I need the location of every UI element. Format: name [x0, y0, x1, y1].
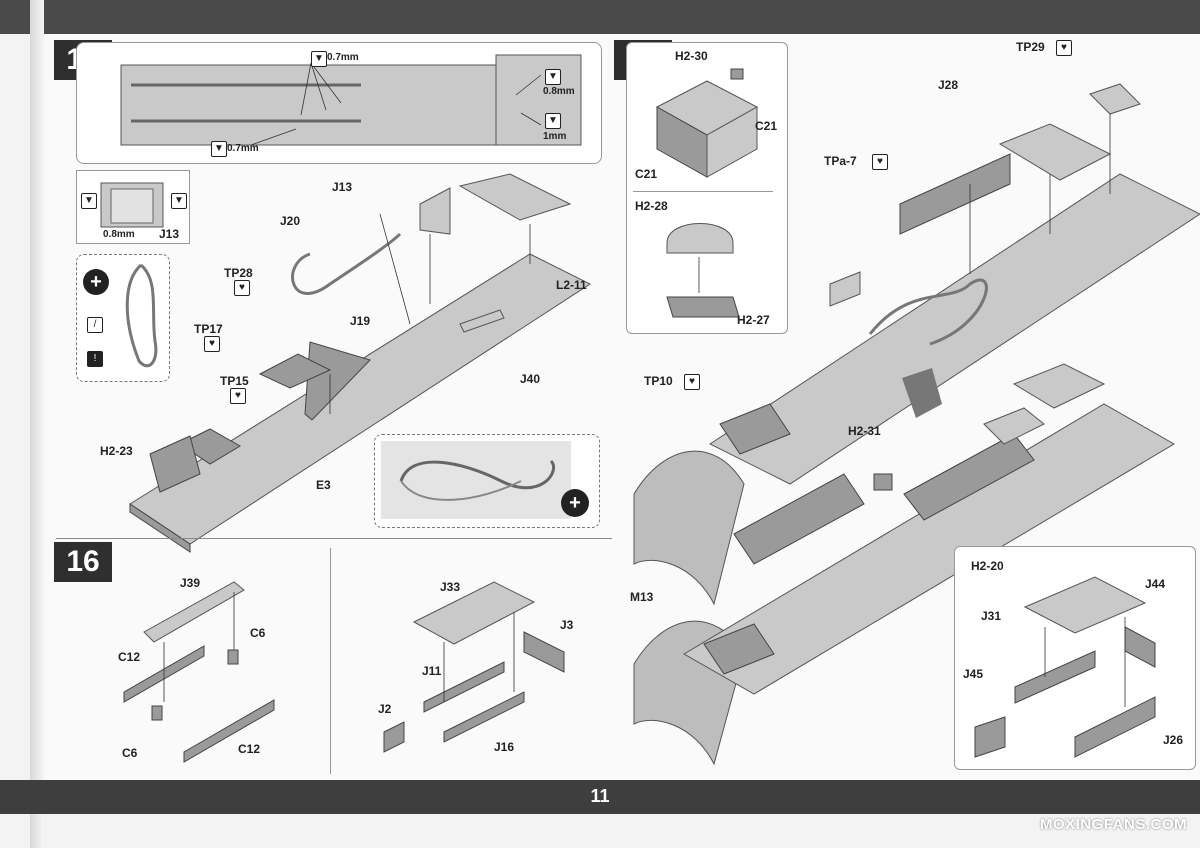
- right-page: 17 H2-30 C21 C21 H2-28 H2-27 TP29: [614, 34, 1200, 780]
- part-label-j31: J31: [981, 609, 1002, 623]
- cable-tips-inset: + / !: [76, 254, 170, 382]
- top-bar: [0, 0, 1200, 34]
- inset-divider: [633, 191, 773, 192]
- drill-hole-icon: ▼: [311, 51, 327, 67]
- part-label-c21-right: C21: [755, 119, 778, 133]
- part-label-h2-31: H2-31: [848, 424, 881, 438]
- part-label-j44: J44: [1145, 577, 1166, 591]
- caution-icon: !: [87, 351, 103, 367]
- part-label-c12-bottom: C12: [238, 742, 261, 756]
- battery-box-view: [655, 68, 759, 178]
- part-label-tp28: TP28: [224, 266, 253, 280]
- step-17-lower-assembly: [633, 363, 1175, 766]
- wire-routing-detail: +: [374, 434, 600, 528]
- drill-measure-4: 1mm: [543, 131, 567, 142]
- part-label-j45: J45: [963, 667, 984, 681]
- broken-heart-icon: ♥: [234, 280, 250, 296]
- bottom-bar: 11: [0, 780, 1200, 814]
- part-label-j2: J2: [378, 702, 392, 716]
- part-label-j33: J33: [440, 580, 461, 594]
- part-label-j40: J40: [520, 372, 541, 386]
- part-label-tp29: TP29: [1016, 40, 1045, 54]
- part-label-j26: J26: [1163, 733, 1184, 747]
- part-label-h2-23: H2-23: [100, 444, 133, 458]
- drill-measure-1: 0.7mm: [327, 52, 359, 63]
- part-label-j16: J16: [494, 740, 515, 754]
- step-17-detail-panel: H2-20 J44 J31 J45 J26: [954, 546, 1196, 770]
- step-17-parts-inset: H2-30 C21 C21 H2-28 H2-27: [626, 42, 788, 334]
- part-label-tp10: TP10: [644, 374, 673, 388]
- broken-heart-icon: ♥: [684, 374, 700, 390]
- part-label-l2-11: L2-11: [556, 278, 587, 292]
- part-label-c6-bottom: C6: [122, 746, 138, 760]
- part-label-h2-20: H2-20: [971, 559, 1004, 573]
- drill-measure-2: 0.7mm: [227, 143, 259, 154]
- magnify-plus-icon: +: [561, 489, 589, 517]
- j13-detail-label: J13: [159, 227, 180, 241]
- part-label-h2-27: H2-27: [737, 313, 770, 327]
- part-label-m13: M13: [630, 590, 654, 604]
- broken-heart-icon: ♥: [230, 388, 246, 404]
- watermark-text: MOXINGFANS.COM: [1040, 816, 1188, 833]
- cable-loop-view: [125, 263, 158, 368]
- part-label-e3: E3: [316, 478, 331, 492]
- drill-hole-icon: ▼: [545, 113, 561, 129]
- part-label-h2-30: H2-30: [675, 49, 708, 63]
- chassis-plate-top-view: [120, 54, 582, 146]
- drill-hole-icon: ▼: [211, 141, 227, 157]
- part-label-j20: J20: [280, 214, 301, 228]
- arrow-down-icon: [902, 368, 942, 418]
- tank-cover-view: [666, 223, 740, 318]
- part-label-c21-left: C21: [635, 167, 658, 181]
- cut-wire-icon: /: [87, 317, 103, 333]
- j13-detail-inset: ▼ ▼ 0.8mm J13: [76, 170, 190, 244]
- step-16-right-assembly: [383, 581, 565, 753]
- drill-hole-icon: ▼: [545, 69, 561, 85]
- step-17-upper-assembly: [709, 83, 1200, 485]
- part-label-tpa-7: TPa-7: [824, 154, 857, 168]
- left-page: 15 ▼ 0.7mm ▼ 0.7mm ▼ 0.8mm ▼ 1mm ▼ ▼ 0.: [44, 34, 614, 780]
- step-divider: [56, 538, 612, 539]
- rear-box-assembly-view: [974, 576, 1156, 758]
- part-label-j28: J28: [938, 78, 959, 92]
- part-label-j3: J3: [560, 618, 574, 632]
- broken-heart-icon: ♥: [1056, 40, 1072, 56]
- drill-hole-icon: ▼: [171, 193, 187, 209]
- part-label-j11: J11: [422, 664, 442, 678]
- wire-routing-view: [381, 441, 571, 519]
- part-label-j13: J13: [332, 180, 353, 194]
- drill-measure-3: 0.8mm: [543, 86, 575, 97]
- part-label-tp15: TP15: [220, 374, 249, 388]
- binding-spine: [30, 0, 44, 848]
- part-label-c12-left: C12: [118, 650, 141, 664]
- page-number: 11: [590, 786, 610, 806]
- step-16-divider: [330, 548, 331, 774]
- step-15-drill-panel: ▼ 0.7mm ▼ 0.7mm ▼ 0.8mm ▼ 1mm: [76, 42, 602, 164]
- j13-part-view: [100, 182, 164, 228]
- part-label-tp17: TP17: [194, 322, 223, 336]
- part-label-j19: J19: [350, 314, 371, 328]
- step-15-chassis-assembly: [129, 173, 592, 553]
- part-label-j39: J39: [180, 576, 201, 590]
- broken-heart-icon: ♥: [872, 154, 888, 170]
- j13-drill-measure: 0.8mm: [103, 229, 135, 240]
- part-label-h2-28: H2-28: [635, 199, 668, 213]
- step-16-left-assembly: [123, 581, 275, 763]
- broken-heart-icon: ♥: [204, 336, 220, 352]
- part-label-c6-top: C6: [250, 626, 266, 640]
- step-16-number: 16: [54, 542, 112, 582]
- drill-hole-icon: ▼: [81, 193, 97, 209]
- magnify-plus-icon: +: [83, 269, 109, 295]
